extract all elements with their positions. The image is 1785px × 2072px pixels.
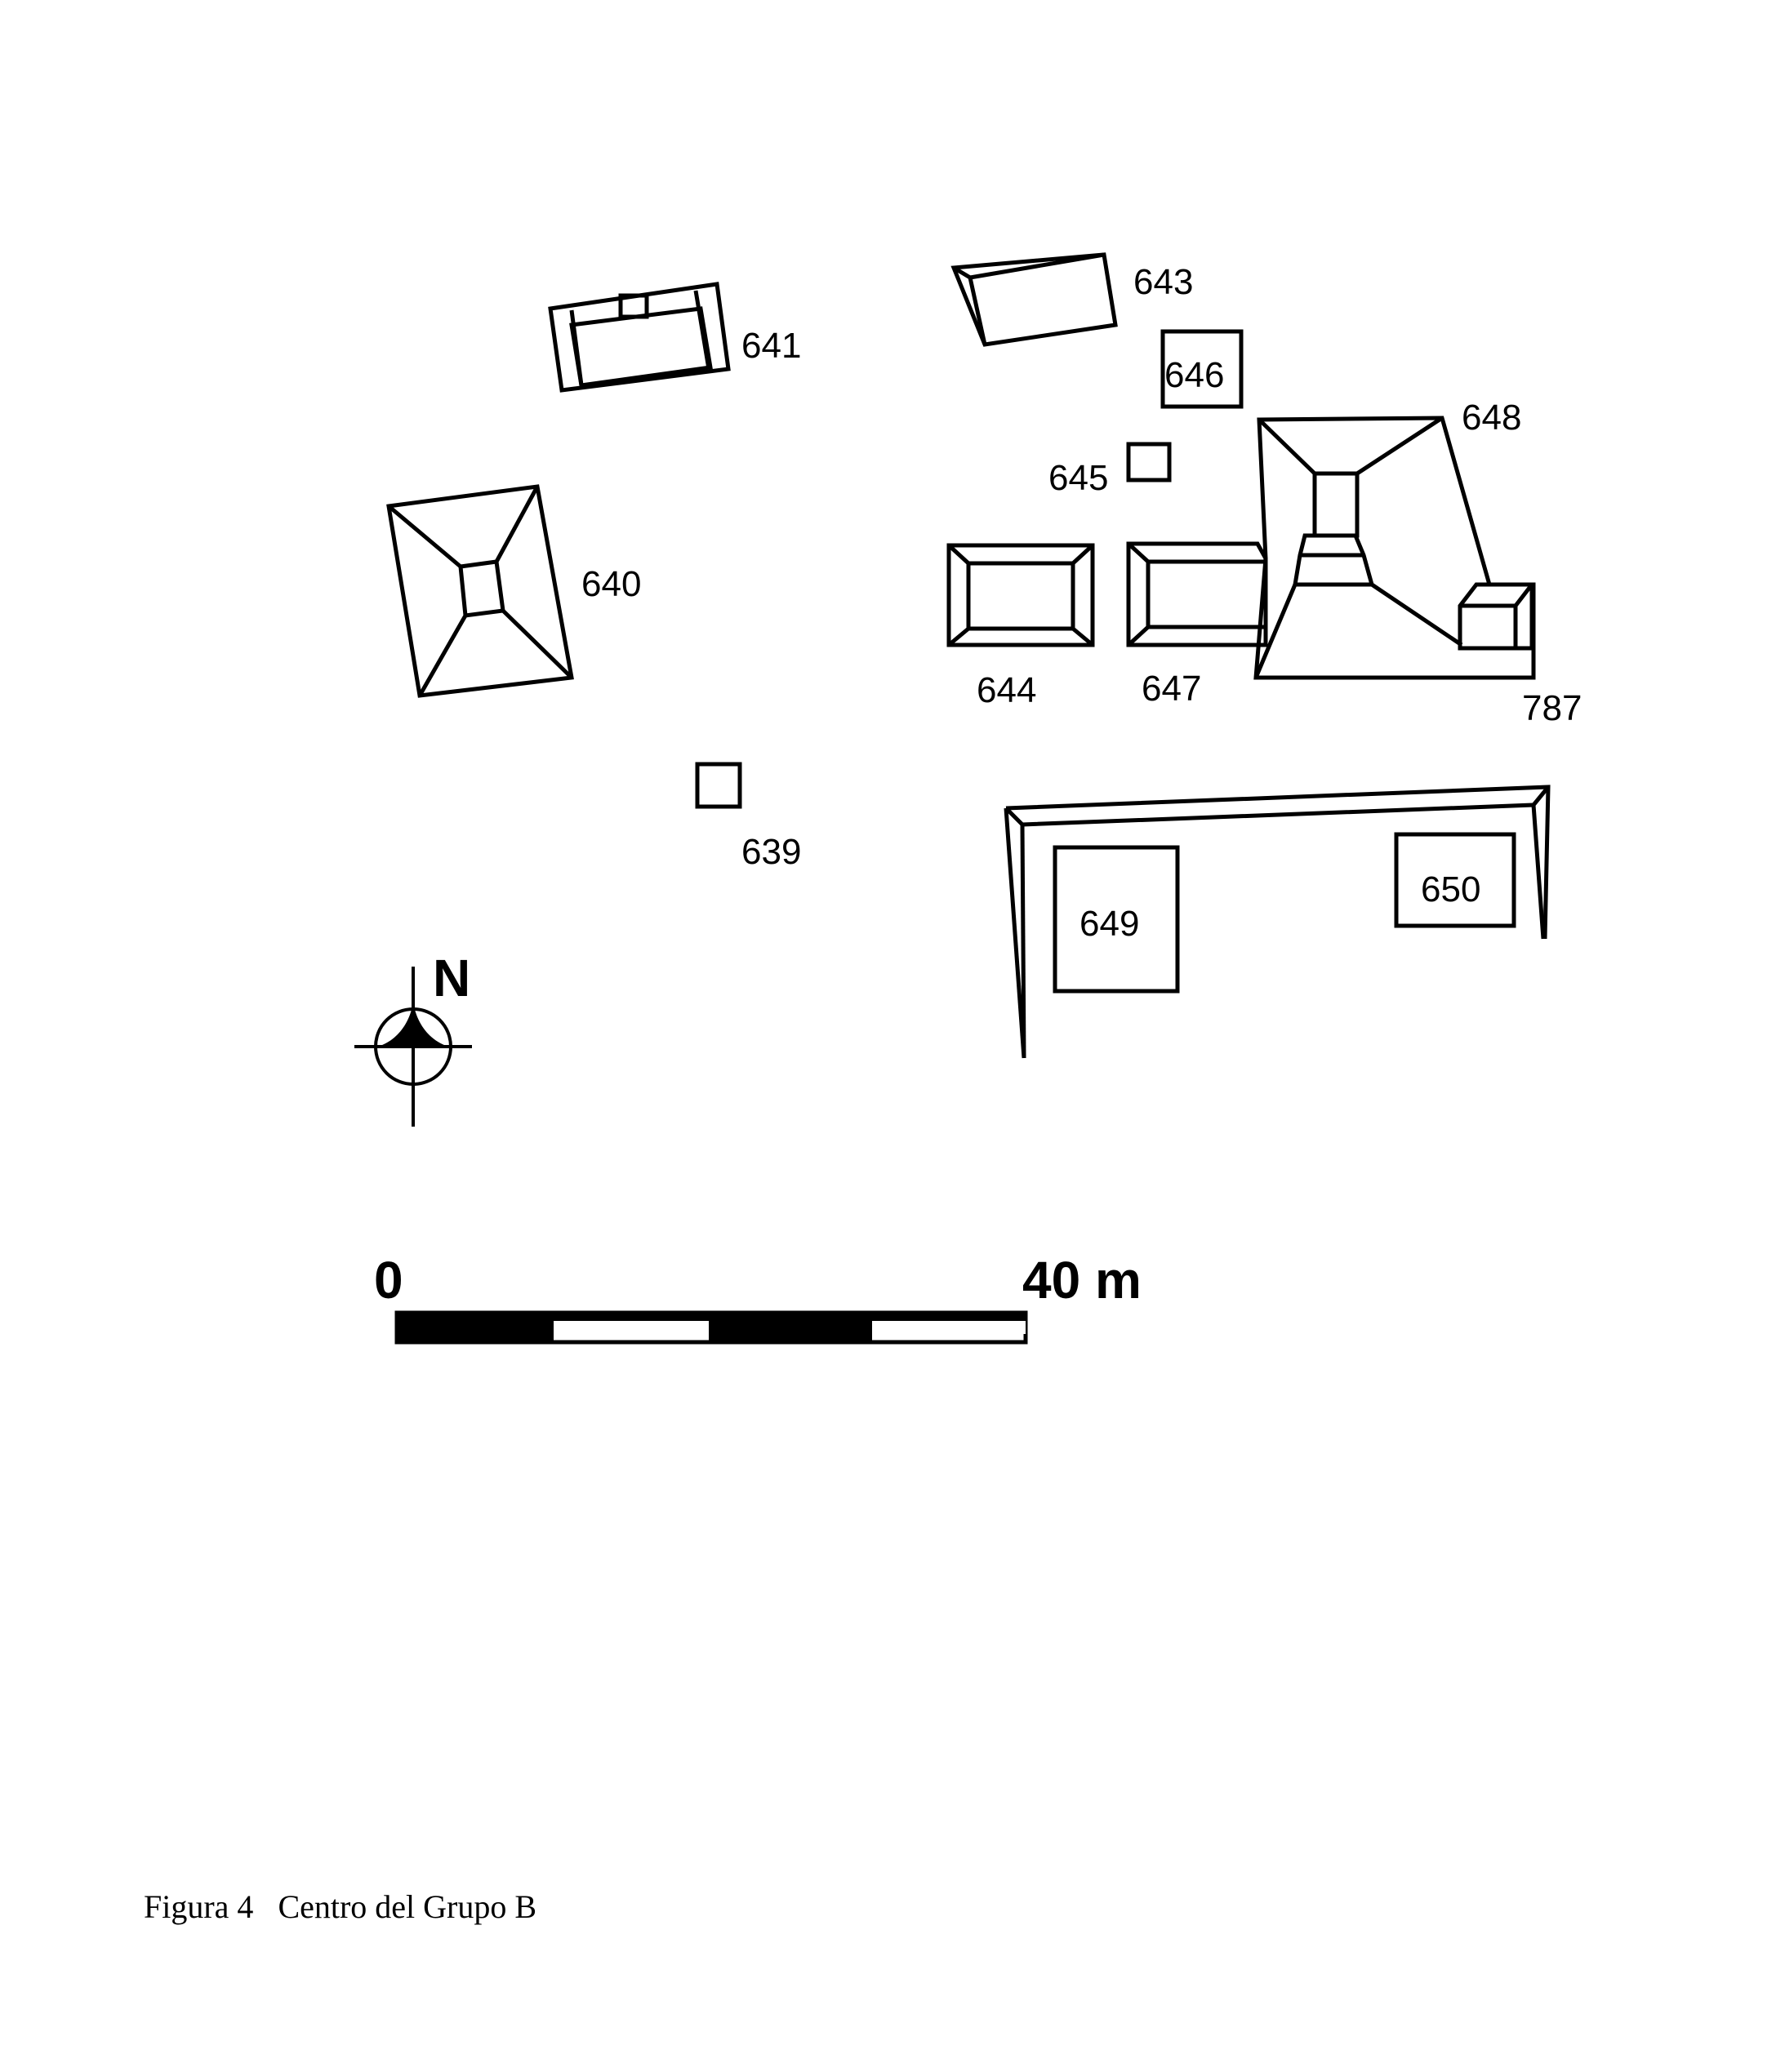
label-649: 649 [1079,904,1139,944]
figure-caption: Figura 4 Centro del Grupo B [144,1887,536,1926]
structure-643 [950,252,1118,347]
structure-649 [1053,845,1180,994]
north-arrow-icon [354,967,472,1127]
label-646: 646 [1164,355,1224,395]
label-647: 647 [1142,669,1201,709]
figure-number: Figura 4 [144,1888,254,1925]
structure-787 [1458,582,1534,651]
label-650: 650 [1421,869,1480,909]
label-648: 648 [1462,398,1521,438]
figure-title: Centro del Grupo B [278,1888,537,1925]
structure-648 [1253,416,1536,680]
scale-end-label: 40 m [1022,1251,1142,1309]
structure-647 [1126,541,1268,647]
plaza-enclosure [1004,785,1551,1059]
structure-641 [548,282,731,393]
label-644: 644 [977,670,1036,710]
north-label: N [433,949,470,1007]
label-640: 640 [581,564,641,604]
label-641: 641 [741,326,801,366]
structure-645 [1126,442,1172,482]
structure-644 [946,543,1095,647]
structure-646 [1160,329,1244,409]
label-645: 645 [1048,458,1108,498]
structure-639 [695,762,742,809]
structure-640 [386,484,574,698]
scale-start-label: 0 [374,1251,403,1309]
label-787: 787 [1522,688,1582,728]
label-643: 643 [1133,262,1193,302]
structure-650 [1394,832,1516,928]
label-639: 639 [741,832,801,872]
scale-bar [394,1310,1028,1345]
